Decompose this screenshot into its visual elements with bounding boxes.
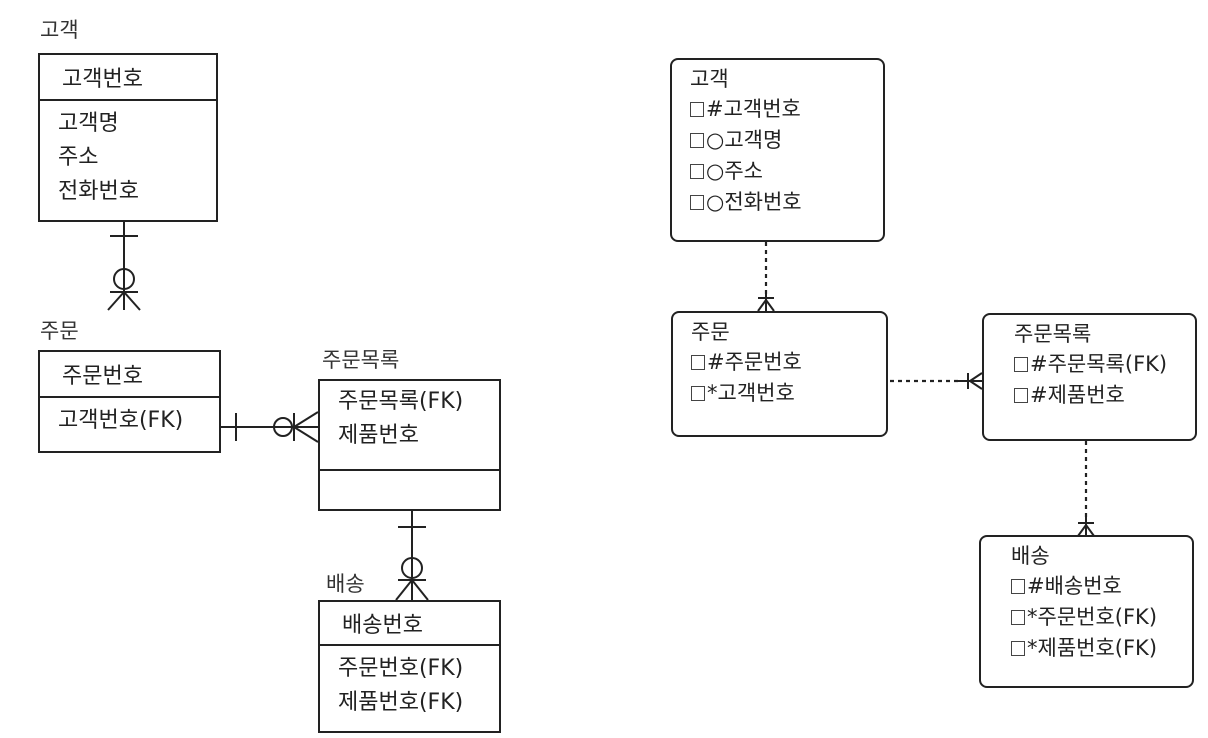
entity-order-list: 주문목록(FK) 제품번호 <box>318 379 501 511</box>
attribute-row: ○전화번호 <box>690 187 883 218</box>
attribute-list: 고객명 주소 전화번호 <box>40 101 216 209</box>
rel-r-orderlist-delivery-crow-left <box>1077 524 1087 537</box>
attribute-row: #주문번호 <box>691 347 886 378</box>
attribute-row: #제품번호 <box>1002 380 1195 411</box>
entity-label-customer: 고객 <box>40 18 79 42</box>
attribute-list: 주문번호(FK) 제품번호(FK) <box>320 646 499 720</box>
rel-r-customer-order-crow-left <box>757 299 767 312</box>
rel-order-orderlist-crow-bottom <box>293 426 319 443</box>
entity-label-order-list: 주문목록 <box>322 348 400 372</box>
rel-orderlist-delivery-zero-circle <box>401 557 423 579</box>
empty-section <box>320 469 499 511</box>
barker-entity-order-list: 주문목록 #주문목록(FK) #제품번호 <box>982 313 1197 441</box>
attribute: 제품번호(FK) <box>338 690 464 715</box>
entity-title: 배송 <box>1011 544 1050 568</box>
pk-attribute: 배송번호 <box>320 602 499 646</box>
entity-delivery: 배송번호 주문번호(FK) 제품번호(FK) <box>318 600 501 733</box>
rel-order-orderlist-crow-top <box>293 411 319 428</box>
attribute-row: ○고객명 <box>690 125 883 156</box>
entity-title: 주문목록 <box>1014 322 1092 346</box>
rel-customer-order-crow-right <box>123 291 141 311</box>
barker-entity-customer: 고객 #고객번호 ○고객명 ○주소 ○전화번호 <box>670 58 885 242</box>
attribute: 전화번호 <box>58 179 139 204</box>
entity-label-order: 주문 <box>40 319 79 343</box>
attribute-row: #배송번호 <box>999 571 1192 602</box>
checkbox-icon <box>1014 388 1028 403</box>
barker-entity-delivery: 배송 #배송번호 *주문번호(FK) *제품번호(FK) <box>979 535 1194 688</box>
attribute: 주문번호(FK) <box>338 656 464 681</box>
attribute: 고객명 <box>58 111 119 136</box>
checkbox-icon <box>690 133 704 148</box>
entity-label-delivery: 배송 <box>326 572 365 596</box>
attribute-list: 주문목록(FK) 제품번호 <box>320 381 499 469</box>
barker-entity-order: 주문 #주문번호 *고객번호 <box>671 311 888 437</box>
attribute: 주문목록(FK) <box>338 389 464 414</box>
attribute-list: 고객번호(FK) <box>40 398 219 438</box>
rel-orderlist-delivery-crow-right <box>411 579 429 601</box>
attribute-row: *주문번호(FK) <box>999 602 1192 633</box>
rel-order-orderlist-zero-circle <box>273 417 293 437</box>
attribute: 주소 <box>58 145 99 170</box>
entity-customer: 고객번호 고객명 주소 전화번호 <box>38 53 218 222</box>
rel-customer-order-crow-left <box>107 291 125 311</box>
rel-orderlist-delivery-crow-left <box>395 579 413 601</box>
rel-r-order-orderlist-crow-bottom <box>969 380 983 390</box>
entity-title: 고객 <box>690 67 729 91</box>
rel-customer-order-zero-circle <box>113 268 135 290</box>
checkbox-icon <box>1011 641 1025 656</box>
attribute-row: #고객번호 <box>690 94 883 125</box>
attribute: 제품번호 <box>338 423 419 448</box>
rel-r-order-orderlist-crow-top <box>969 372 983 382</box>
attribute-row: *고객번호 <box>691 378 886 409</box>
checkbox-icon <box>1014 357 1028 372</box>
pk-attribute: 주문번호 <box>40 352 219 398</box>
rel-r-customer-order-crow-right <box>765 299 775 312</box>
checkbox-icon <box>691 355 705 370</box>
attribute-row: *제품번호(FK) <box>999 633 1192 664</box>
attribute-row: ○주소 <box>690 156 883 187</box>
pk-attribute: 고객번호 <box>40 55 216 101</box>
checkbox-icon <box>691 386 705 401</box>
entity-title: 주문 <box>691 320 730 344</box>
checkbox-icon <box>1011 610 1025 625</box>
checkbox-icon <box>690 195 704 210</box>
checkbox-icon <box>690 164 704 179</box>
attribute-row: #주문목록(FK) <box>1002 349 1195 380</box>
rel-r-orderlist-delivery-crow-right <box>1085 524 1095 537</box>
checkbox-icon <box>1011 579 1025 594</box>
entity-order: 주문번호 고객번호(FK) <box>38 350 221 453</box>
checkbox-icon <box>690 102 704 117</box>
attribute: 고객번호(FK) <box>58 408 184 433</box>
